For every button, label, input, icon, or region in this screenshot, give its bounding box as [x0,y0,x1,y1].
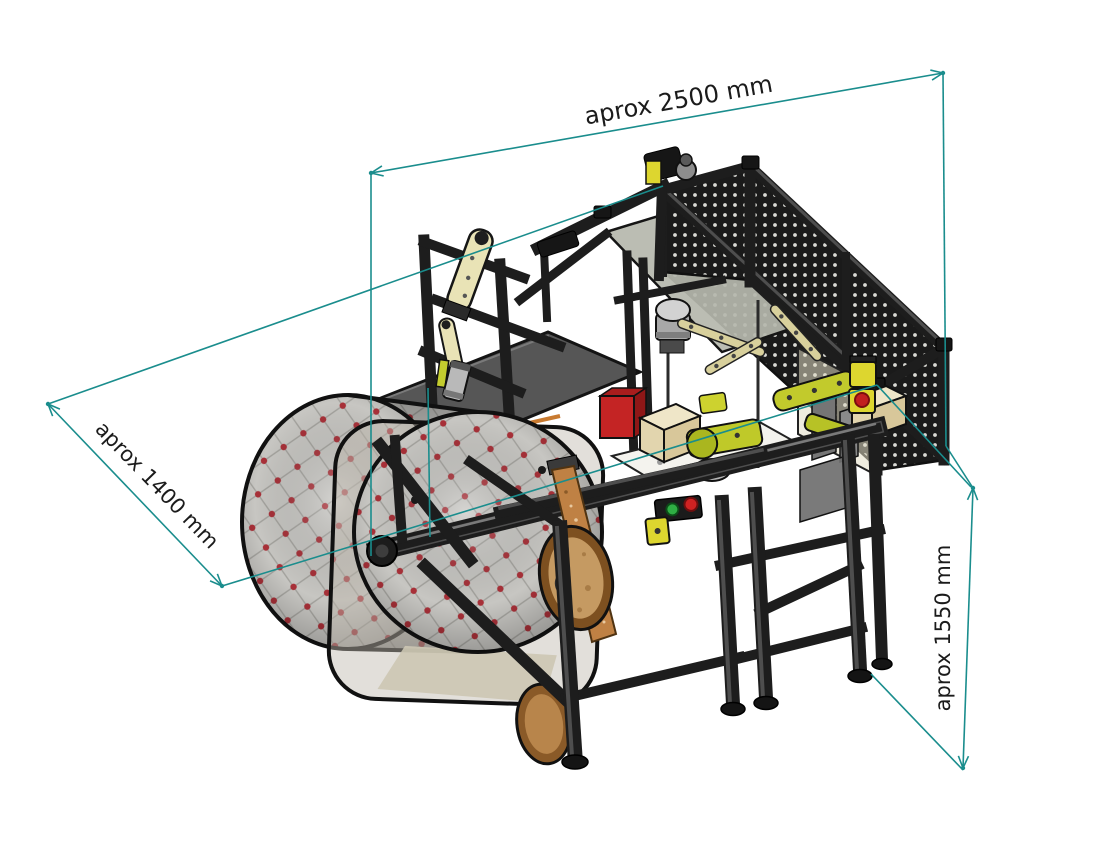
dimension-label-width: aprox 2500 mm [582,70,774,131]
link-bar [704,337,763,375]
frame-brace [463,455,563,529]
controls [644,355,877,546]
dimension-line-height [962,487,974,769]
frame-post [389,434,408,544]
dimension-line-depth [47,403,223,587]
gray-slab [799,454,847,524]
basket-top-rail-inner [654,182,885,396]
estop-red-button [854,392,870,408]
leg [747,486,774,706]
extension-line [945,445,974,489]
actuator-band [656,332,690,338]
leg [840,434,868,678]
roll-shaft-rail [365,415,890,567]
extension-line [221,384,878,587]
cross-member [726,621,869,667]
basket-top-rail-left [655,159,757,197]
center-tooling [597,250,909,488]
cross-member [559,650,747,705]
leveling-foot [847,668,873,684]
link-bar [769,304,823,362]
cross-member [753,559,865,619]
clamp-lever-large [441,228,494,322]
frame-brace [416,557,575,709]
small-post [539,245,552,323]
leveling-foot [871,657,893,671]
dimension-line-width [370,72,944,174]
dimension-label-height: aprox 1550 mm [931,545,955,712]
gantry-cylinder-cap [679,153,693,167]
brown-disc-lower [515,682,573,766]
apex-post [653,180,668,282]
leveling-foot [753,695,779,711]
yellow-sensor-box [849,361,877,388]
red-button [683,496,699,512]
roll-bolt [538,466,546,474]
corner-cap [935,337,953,352]
leg [714,494,741,712]
extension-line [47,185,664,405]
basket-top-rail-right [870,341,951,395]
pneumatic-cylinder [442,359,472,402]
corner-cap [536,230,580,258]
dimension-endpoint-dot [940,70,946,76]
gantry-sub-beam [513,227,613,307]
tooling-crossbar [613,275,727,305]
front-frame [371,433,893,770]
dimension-endpoint-dot [970,485,976,491]
sensor-yellow-face [645,160,662,185]
dimension-endpoint-dot [219,583,225,589]
dimension-label-depth: aprox 1400 mm [90,417,223,554]
extension-line [870,673,964,771]
clamp-body [685,418,764,460]
actuator-dome [655,298,691,322]
green-button [665,502,680,517]
extension-line [427,387,431,538]
dimension-endpoint-dot [368,170,374,176]
tower-beam [417,345,527,399]
red-block [599,395,635,439]
dimension-endpoint-dot [960,765,966,771]
corner-cap [741,155,760,170]
leg [867,433,889,667]
dimension-endpoint-dot [45,401,51,407]
extension-line [876,384,972,488]
yellow-block [698,391,728,415]
front-rail-2 [492,446,770,520]
leveling-foot [561,754,589,770]
leveling-foot [720,701,746,717]
actuator-bracket [659,339,685,354]
extension-line [942,72,947,447]
leg [552,520,583,764]
